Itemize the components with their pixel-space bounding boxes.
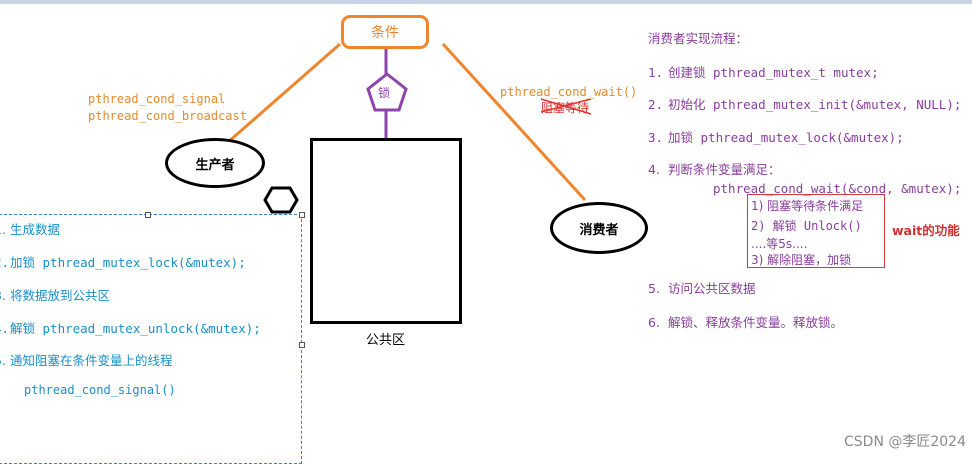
resize-handle-top-right[interactable] [299,212,305,218]
step-number: 4. [0,321,10,336]
step-number: 3. [648,130,664,145]
producer-step: 3. 将数据放到公共区 [0,285,110,304]
wait-call-label: pthread_cond_wait() [500,85,638,99]
consumer-node: 消费者 [550,202,648,254]
step-number: 3. [0,288,6,303]
strike-line-1 [540,98,592,115]
lock-label: 锁 [378,86,391,100]
producer-step: 5. 通知阻塞在条件变量上的线程 [0,350,173,369]
broadcast-call-label: pthread_cond_broadcast [88,109,247,123]
consumer-step: 6. 解锁、释放条件变量。释放锁。 [648,312,843,331]
hexagon-icon [263,186,299,214]
lock-icon [366,72,408,112]
wait-details-box [747,194,885,268]
producer-signal-call: pthread_cond_signal() [24,383,176,397]
resize-handle-right[interactable] [299,342,305,348]
consumer-flow-title: 消费者实现流程： [648,31,749,46]
producer-step: 4.解锁 pthread_mutex_unlock(&mutex); [0,318,261,337]
step-text: 初始化 pthread_mutex_init(&mutex, NULL); [668,97,962,112]
wait-detail-line: 3) 解除阻塞，加锁 [751,253,852,267]
consumer-step: 5. 访问公共区数据 [648,278,756,297]
cond-wait-call: pthread_cond_wait(&cond, &mutex); [713,181,962,196]
step-number: 6. [648,315,660,330]
struck-blocking-wait: 阻塞等待 [541,101,590,115]
step-number: 1. [648,65,664,80]
producer-step: 1. 生成数据 [0,219,60,238]
window-top-edge [0,0,972,4]
shared-area-box [310,138,462,324]
step-text: 加锁 pthread_mutex_lock(&mutex); [668,130,904,145]
step-number: 5. [648,281,660,296]
signal-line [226,42,341,145]
resize-handle-top[interactable] [145,212,151,218]
consumer-step: 2. 初始化 pthread_mutex_init(&mutex, NULL); [648,94,961,113]
wait-function-label: wait的功能 [892,223,960,238]
step-number: 1. [0,222,6,237]
step-number: 5. [0,353,6,368]
step-number: 4. [648,162,660,177]
step-text: 访问公共区数据 [668,281,756,296]
step-text: 通知阻塞在条件变量上的线程 [10,353,173,368]
step-text: 加锁 pthread_mutex_lock(&mutex); [10,255,246,270]
wait-line [441,42,587,202]
step-text: 生成数据 [10,222,61,237]
step-text: 判断条件变量满足： [668,162,781,177]
consumer-step: 1. 创建锁 pthread_mutex_t mutex; [648,62,879,81]
wait-detail-line: 2) 解锁 Unlock() [751,219,862,233]
consumer-step: 3. 加锁 pthread_mutex_lock(&mutex); [648,127,904,146]
watermark: CSDN @李匠2024 [844,434,966,450]
signal-call-label: pthread_cond_signal [88,92,226,106]
strike-line-2 [540,98,592,113]
step-text: 创建锁 pthread_mutex_t mutex; [668,65,879,80]
step-number: 2. [0,255,10,270]
wait-detail-line: 1) 阻塞等待条件满足 [751,199,864,213]
shared-area-label: 公共区 [366,333,406,348]
consumer-step: 4. 判断条件变量满足： [648,159,781,178]
wait-detail-line: ....等5s.... [751,237,808,251]
condition-box: 条件 [341,15,429,49]
step-text: 解锁 pthread_mutex_unlock(&mutex); [10,321,261,336]
step-number: 2. [648,97,664,112]
step-text: 解锁、释放条件变量。释放锁。 [668,315,844,330]
producer-step: 2.加锁 pthread_mutex_lock(&mutex); [0,252,246,271]
producer-node: 生产者 [165,138,265,188]
step-text: 将数据放到公共区 [10,288,111,303]
